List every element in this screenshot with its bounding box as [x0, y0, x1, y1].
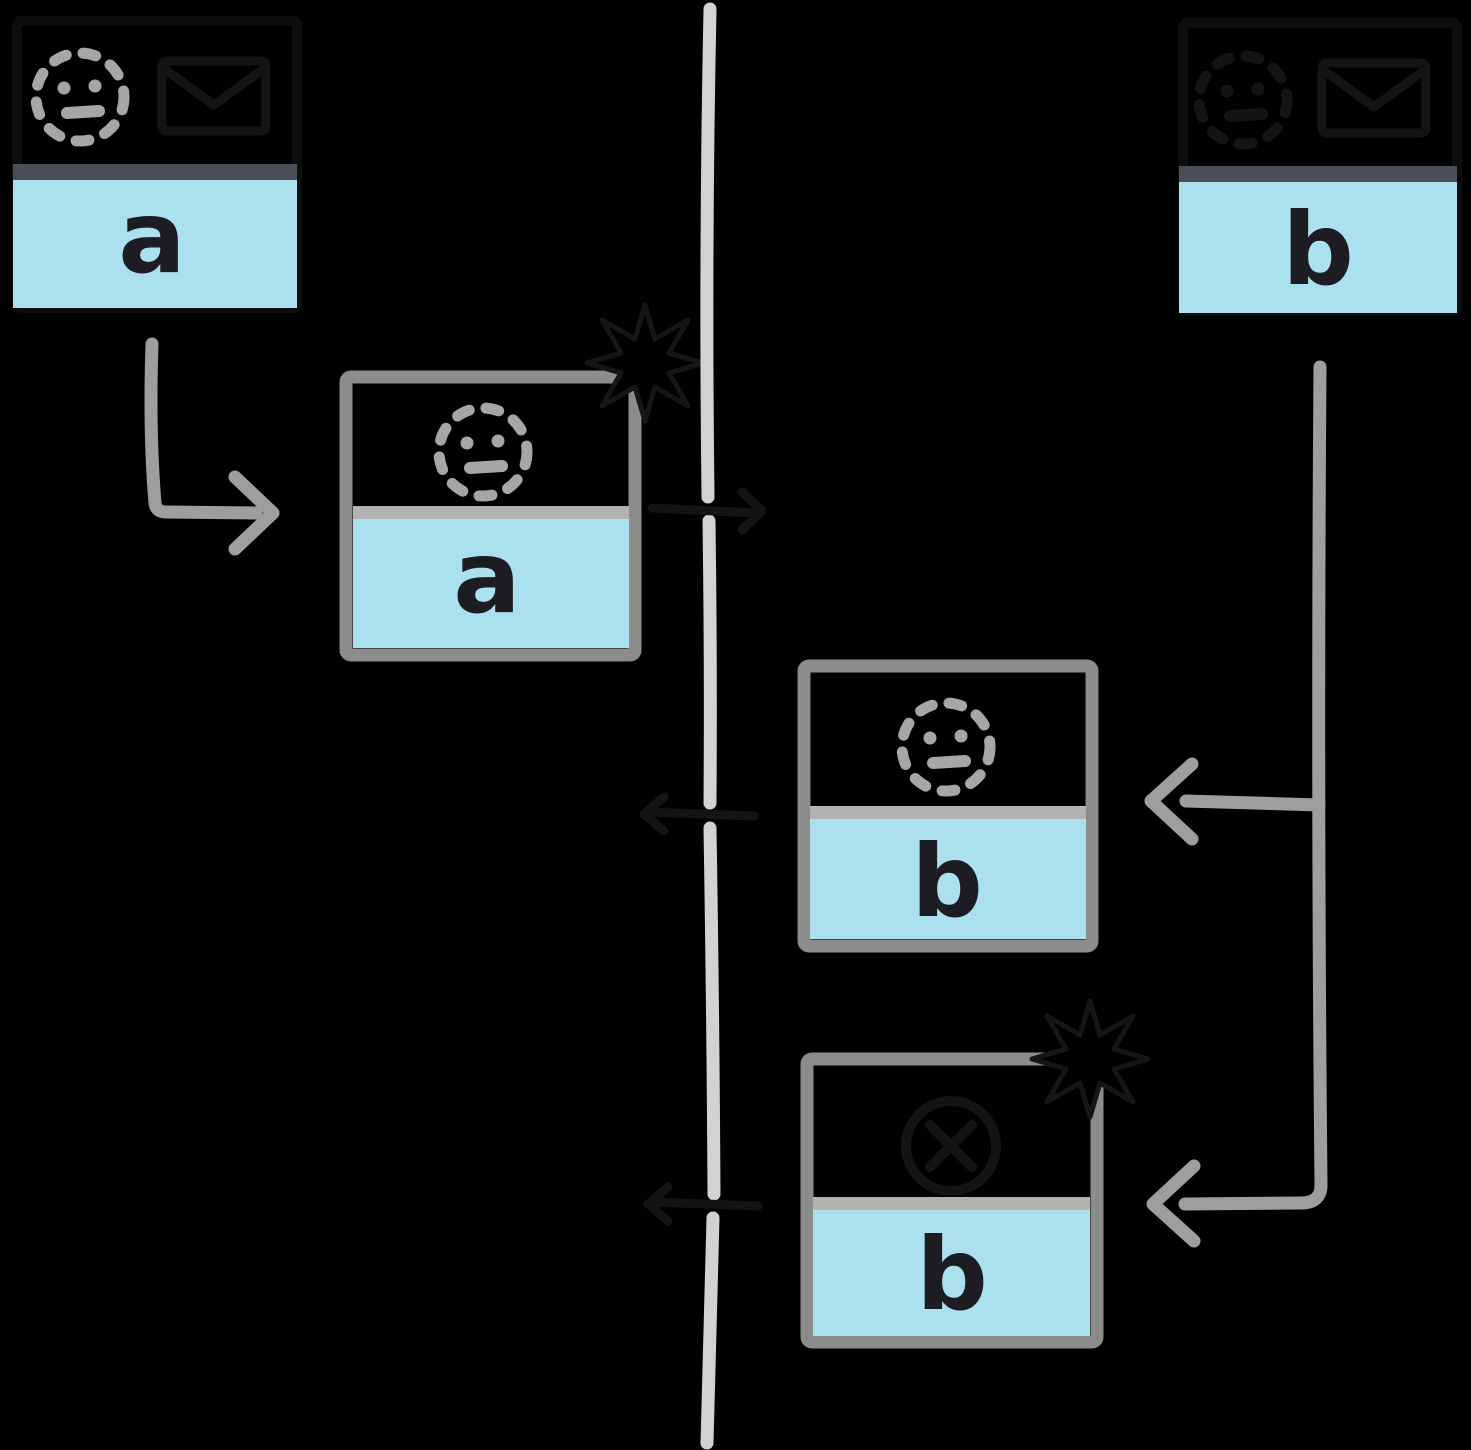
lifeline-segment — [700, 1211, 720, 1450]
lifeline-segment — [703, 821, 721, 1201]
crash-burst-icon — [1032, 1001, 1148, 1117]
mailbox-a-label: a — [118, 179, 185, 296]
actor-b-crashed-box: b — [800, 1001, 1148, 1349]
spawn-arrow-b-branch — [1179, 794, 1326, 812]
mailbox-a-source-divider — [13, 164, 297, 180]
spawn-arrow-a-head — [228, 470, 280, 556]
actor-b-label: b — [911, 823, 983, 940]
hidden-message-arrow — [639, 792, 759, 836]
mailbox-b-source-box: b — [1178, 18, 1462, 316]
mailbox-b-source-fill — [1179, 182, 1457, 313]
hidden-message-arrow — [647, 487, 767, 535]
actor-b-border — [797, 659, 1099, 953]
actor-b-crashed-label: b — [916, 1216, 988, 1333]
mailbox-b-label: b — [1282, 191, 1354, 308]
actor-b-crashed-divider — [813, 1197, 1090, 1210]
actor-b-divider — [810, 806, 1086, 819]
actor-b-crashed-fill — [813, 1210, 1090, 1336]
actor-a-fill — [353, 519, 629, 648]
actor-a-spawned-box: a — [339, 305, 703, 662]
spawn-arrow-a — [144, 337, 263, 520]
actor-a-divider — [353, 506, 629, 519]
actor-a-border — [339, 370, 642, 662]
respawn-arrow-b-head — [1146, 1159, 1201, 1248]
mailbox-a-source-box: a — [12, 16, 302, 313]
actor-b-spawned-box: b — [797, 659, 1099, 953]
actor-a-label: a — [453, 519, 520, 636]
spawn-arrow-b-trunk — [1178, 360, 1328, 1211]
lifeline — [639, 2, 767, 1450]
spawn-arrow-b-head — [1144, 757, 1199, 846]
actor-b-crashed-border — [800, 1052, 1104, 1349]
crash-burst-icon — [587, 305, 703, 421]
mailbox-a-source-fill — [13, 180, 297, 308]
arrows — [144, 337, 1328, 1248]
lifeline-segment — [702, 514, 717, 810]
actor-b-fill — [810, 819, 1086, 939]
mailbox-b-source-divider — [1179, 166, 1457, 182]
lifeline-segment — [700, 2, 717, 504]
hidden-message-arrow — [643, 1182, 763, 1226]
